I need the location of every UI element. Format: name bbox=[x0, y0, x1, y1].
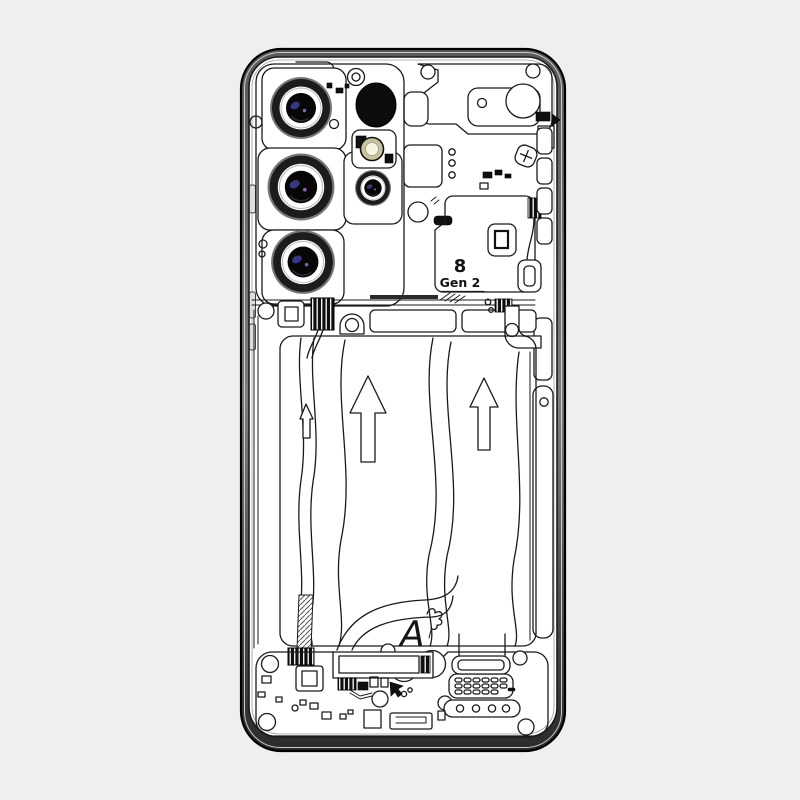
chip-label-gen2: Gen 2 bbox=[440, 275, 481, 290]
screw-hole bbox=[260, 654, 280, 674]
main-pcb: 8 Gen 2 bbox=[403, 144, 542, 293]
battery-connector bbox=[517, 259, 542, 293]
screw-hole bbox=[371, 690, 389, 708]
charging-port-connector bbox=[451, 655, 511, 675]
screw-hole bbox=[525, 63, 541, 79]
wide-camera-lens bbox=[269, 76, 333, 140]
brand-logo: A bbox=[398, 607, 443, 655]
top-plate-large-hole bbox=[505, 83, 541, 119]
screw-hole bbox=[346, 67, 366, 87]
battery-pull-tab-arrow-1 bbox=[349, 375, 387, 463]
right-side-rail bbox=[532, 385, 554, 639]
flex-connector bbox=[337, 677, 357, 691]
left-flex-ribbon bbox=[296, 594, 314, 651]
left-mid-rail bbox=[253, 309, 259, 649]
speaker-port-oval bbox=[443, 699, 521, 718]
component-black bbox=[535, 111, 551, 122]
screw-hole bbox=[517, 718, 535, 736]
mid-board-connectors bbox=[251, 292, 542, 359]
brand-logo-flame bbox=[426, 607, 443, 631]
brand-logo-letter: A bbox=[398, 614, 425, 655]
phillips-screw bbox=[514, 144, 538, 168]
chip-label-8: 8 bbox=[454, 256, 467, 277]
battery-pull-tab-arrow-2 bbox=[469, 377, 499, 451]
flex-connector bbox=[310, 297, 335, 331]
screw-hole bbox=[420, 64, 436, 80]
screw-hole bbox=[257, 712, 277, 732]
flash-led bbox=[355, 135, 394, 164]
periscope-camera-lens bbox=[270, 229, 336, 295]
telephoto-camera-lens bbox=[354, 169, 392, 207]
pointer-component bbox=[389, 681, 404, 698]
top-antenna-plate bbox=[295, 61, 561, 168]
small-components bbox=[257, 675, 446, 730]
right-antenna-rail bbox=[532, 127, 554, 639]
bracket-l bbox=[504, 305, 542, 349]
ultrawide-camera-lens bbox=[266, 152, 336, 222]
bottom-pcb: A bbox=[255, 607, 549, 737]
screw-hole bbox=[407, 201, 429, 223]
camera-module bbox=[249, 63, 405, 307]
soc-chip-label: 8 Gen 2 bbox=[439, 256, 485, 293]
depth-sensor-oval bbox=[355, 82, 397, 128]
left-flex-connector bbox=[287, 647, 315, 666]
loudspeaker-grille bbox=[448, 673, 516, 699]
screw-hole bbox=[257, 302, 275, 320]
battery-pull-tab-arrow-3 bbox=[299, 403, 314, 439]
screw-hole bbox=[512, 650, 528, 666]
